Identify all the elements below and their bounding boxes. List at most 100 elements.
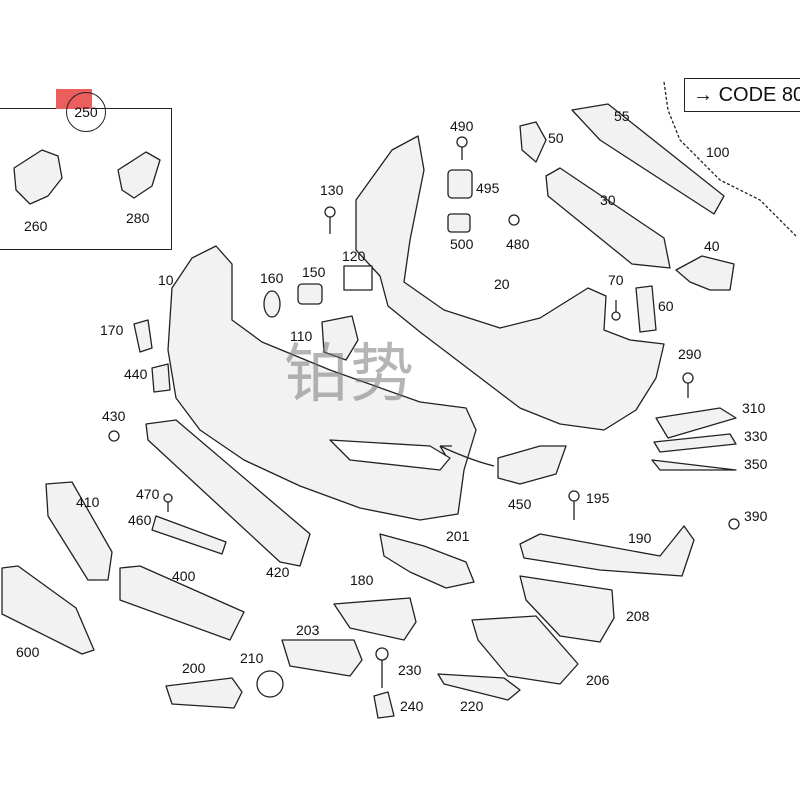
callout-330: 330 bbox=[744, 428, 768, 444]
screw-part-290 bbox=[682, 372, 694, 384]
callout-60: 60 bbox=[658, 298, 674, 314]
callout-10: 10 bbox=[158, 272, 174, 288]
strip-part-350 bbox=[651, 459, 737, 471]
callout-55: 55 bbox=[614, 108, 630, 124]
screw-part-480 bbox=[508, 214, 520, 226]
screw-part-390 bbox=[728, 518, 740, 530]
wheel-insert-part-450 bbox=[497, 445, 567, 485]
pointer-arrow-head bbox=[439, 445, 452, 457]
callout-50: 50 bbox=[548, 130, 564, 146]
inset-label-250: 250 bbox=[66, 92, 106, 132]
arrow-icon: → bbox=[693, 84, 713, 106]
callout-180: 180 bbox=[350, 572, 374, 588]
callout-410: 410 bbox=[76, 494, 100, 510]
callout-208: 208 bbox=[626, 608, 650, 624]
wiring-harness-part-100 bbox=[663, 81, 797, 237]
absorber-part-30 bbox=[545, 167, 671, 269]
callout-220: 220 bbox=[460, 698, 484, 714]
bracket-part-60 bbox=[635, 285, 657, 333]
grille-part-410 bbox=[45, 481, 113, 581]
strip-part-220 bbox=[437, 673, 521, 701]
spoiler-part-420 bbox=[145, 419, 311, 567]
grille-part-206 bbox=[471, 615, 579, 685]
callout-240: 240 bbox=[400, 698, 424, 714]
callout-430: 430 bbox=[102, 408, 126, 424]
callout-130: 130 bbox=[320, 182, 344, 198]
fog-frame-part-180 bbox=[333, 597, 417, 641]
callout-203: 203 bbox=[296, 622, 320, 638]
clip-part-495 bbox=[447, 169, 473, 199]
callout-210: 210 bbox=[240, 650, 264, 666]
clip-part-240 bbox=[373, 691, 395, 719]
callout-200: 200 bbox=[182, 660, 206, 676]
license-plate-part-600 bbox=[1, 565, 95, 655]
cap-part-120 bbox=[343, 265, 373, 291]
sensor-part-150 bbox=[297, 283, 323, 305]
bracket-part-260 bbox=[13, 149, 63, 205]
code-reference-box: → CODE 80 bbox=[684, 78, 800, 112]
screw-part-130 bbox=[324, 206, 336, 218]
holder-part-110 bbox=[321, 315, 359, 361]
cap-part-500 bbox=[447, 213, 471, 233]
callout-110: 110 bbox=[290, 328, 313, 344]
callout-190: 190 bbox=[628, 530, 652, 546]
bracket-part-50 bbox=[519, 121, 547, 163]
grille-part-200 bbox=[165, 677, 243, 709]
screw-part-195 bbox=[568, 490, 580, 502]
watermark: 铂势 bbox=[284, 338, 416, 412]
ring-part-210 bbox=[256, 670, 284, 698]
callout-70: 70 bbox=[608, 272, 624, 288]
callout-460: 460 bbox=[128, 512, 152, 528]
screw-part-70 bbox=[611, 311, 621, 321]
callout-495: 495 bbox=[476, 180, 500, 196]
absorber-part-55 bbox=[571, 103, 725, 215]
callout-170: 170 bbox=[100, 322, 124, 338]
callout-260: 260 bbox=[24, 218, 48, 234]
callout-40: 40 bbox=[704, 238, 720, 254]
callout-450: 450 bbox=[508, 496, 532, 512]
bumper-opening bbox=[329, 439, 451, 471]
ring-part-160 bbox=[263, 290, 281, 318]
callout-440: 440 bbox=[124, 366, 148, 382]
callout-350: 350 bbox=[744, 456, 768, 472]
callout-30: 30 bbox=[600, 192, 616, 208]
bumper-carrier-part-20 bbox=[355, 135, 665, 431]
grille-part-400 bbox=[119, 565, 245, 641]
callout-195: 195 bbox=[586, 490, 610, 506]
callout-206: 206 bbox=[586, 672, 610, 688]
screw-part-430 bbox=[108, 430, 120, 442]
screw-part-470 bbox=[163, 493, 173, 503]
strip-part-190 bbox=[519, 525, 695, 577]
strip-part-310 bbox=[655, 407, 737, 439]
bracket-part-440 bbox=[151, 363, 171, 393]
grille-part-208 bbox=[519, 575, 615, 643]
cover-part-280 bbox=[117, 151, 161, 199]
strip-part-330 bbox=[653, 433, 737, 453]
callout-120: 120 bbox=[342, 248, 366, 264]
callout-280: 280 bbox=[126, 210, 150, 226]
callout-150: 150 bbox=[302, 264, 326, 280]
fog-frame-part-203 bbox=[281, 639, 363, 677]
callout-201: 201 bbox=[446, 528, 470, 544]
callout-390: 390 bbox=[744, 508, 768, 524]
callout-490: 490 bbox=[450, 118, 474, 134]
callout-290: 290 bbox=[678, 346, 702, 362]
callout-20: 20 bbox=[494, 276, 510, 292]
screw-part-490 bbox=[456, 136, 468, 148]
bracket-part-40 bbox=[675, 255, 735, 291]
callout-160: 160 bbox=[260, 270, 284, 286]
callout-100: 100 bbox=[706, 144, 730, 160]
callout-470: 470 bbox=[136, 486, 160, 502]
bar-part-460 bbox=[151, 515, 227, 555]
callout-480: 480 bbox=[506, 236, 530, 252]
callout-400: 400 bbox=[172, 568, 196, 584]
callout-500: 500 bbox=[450, 236, 474, 252]
callout-420: 420 bbox=[266, 564, 290, 580]
callout-310: 310 bbox=[742, 400, 766, 416]
fog-frame-part-201 bbox=[379, 533, 475, 589]
callout-230: 230 bbox=[398, 662, 422, 678]
pointer-arrow bbox=[439, 445, 495, 467]
screw-part-230 bbox=[375, 647, 389, 661]
callout-600: 600 bbox=[16, 644, 40, 660]
